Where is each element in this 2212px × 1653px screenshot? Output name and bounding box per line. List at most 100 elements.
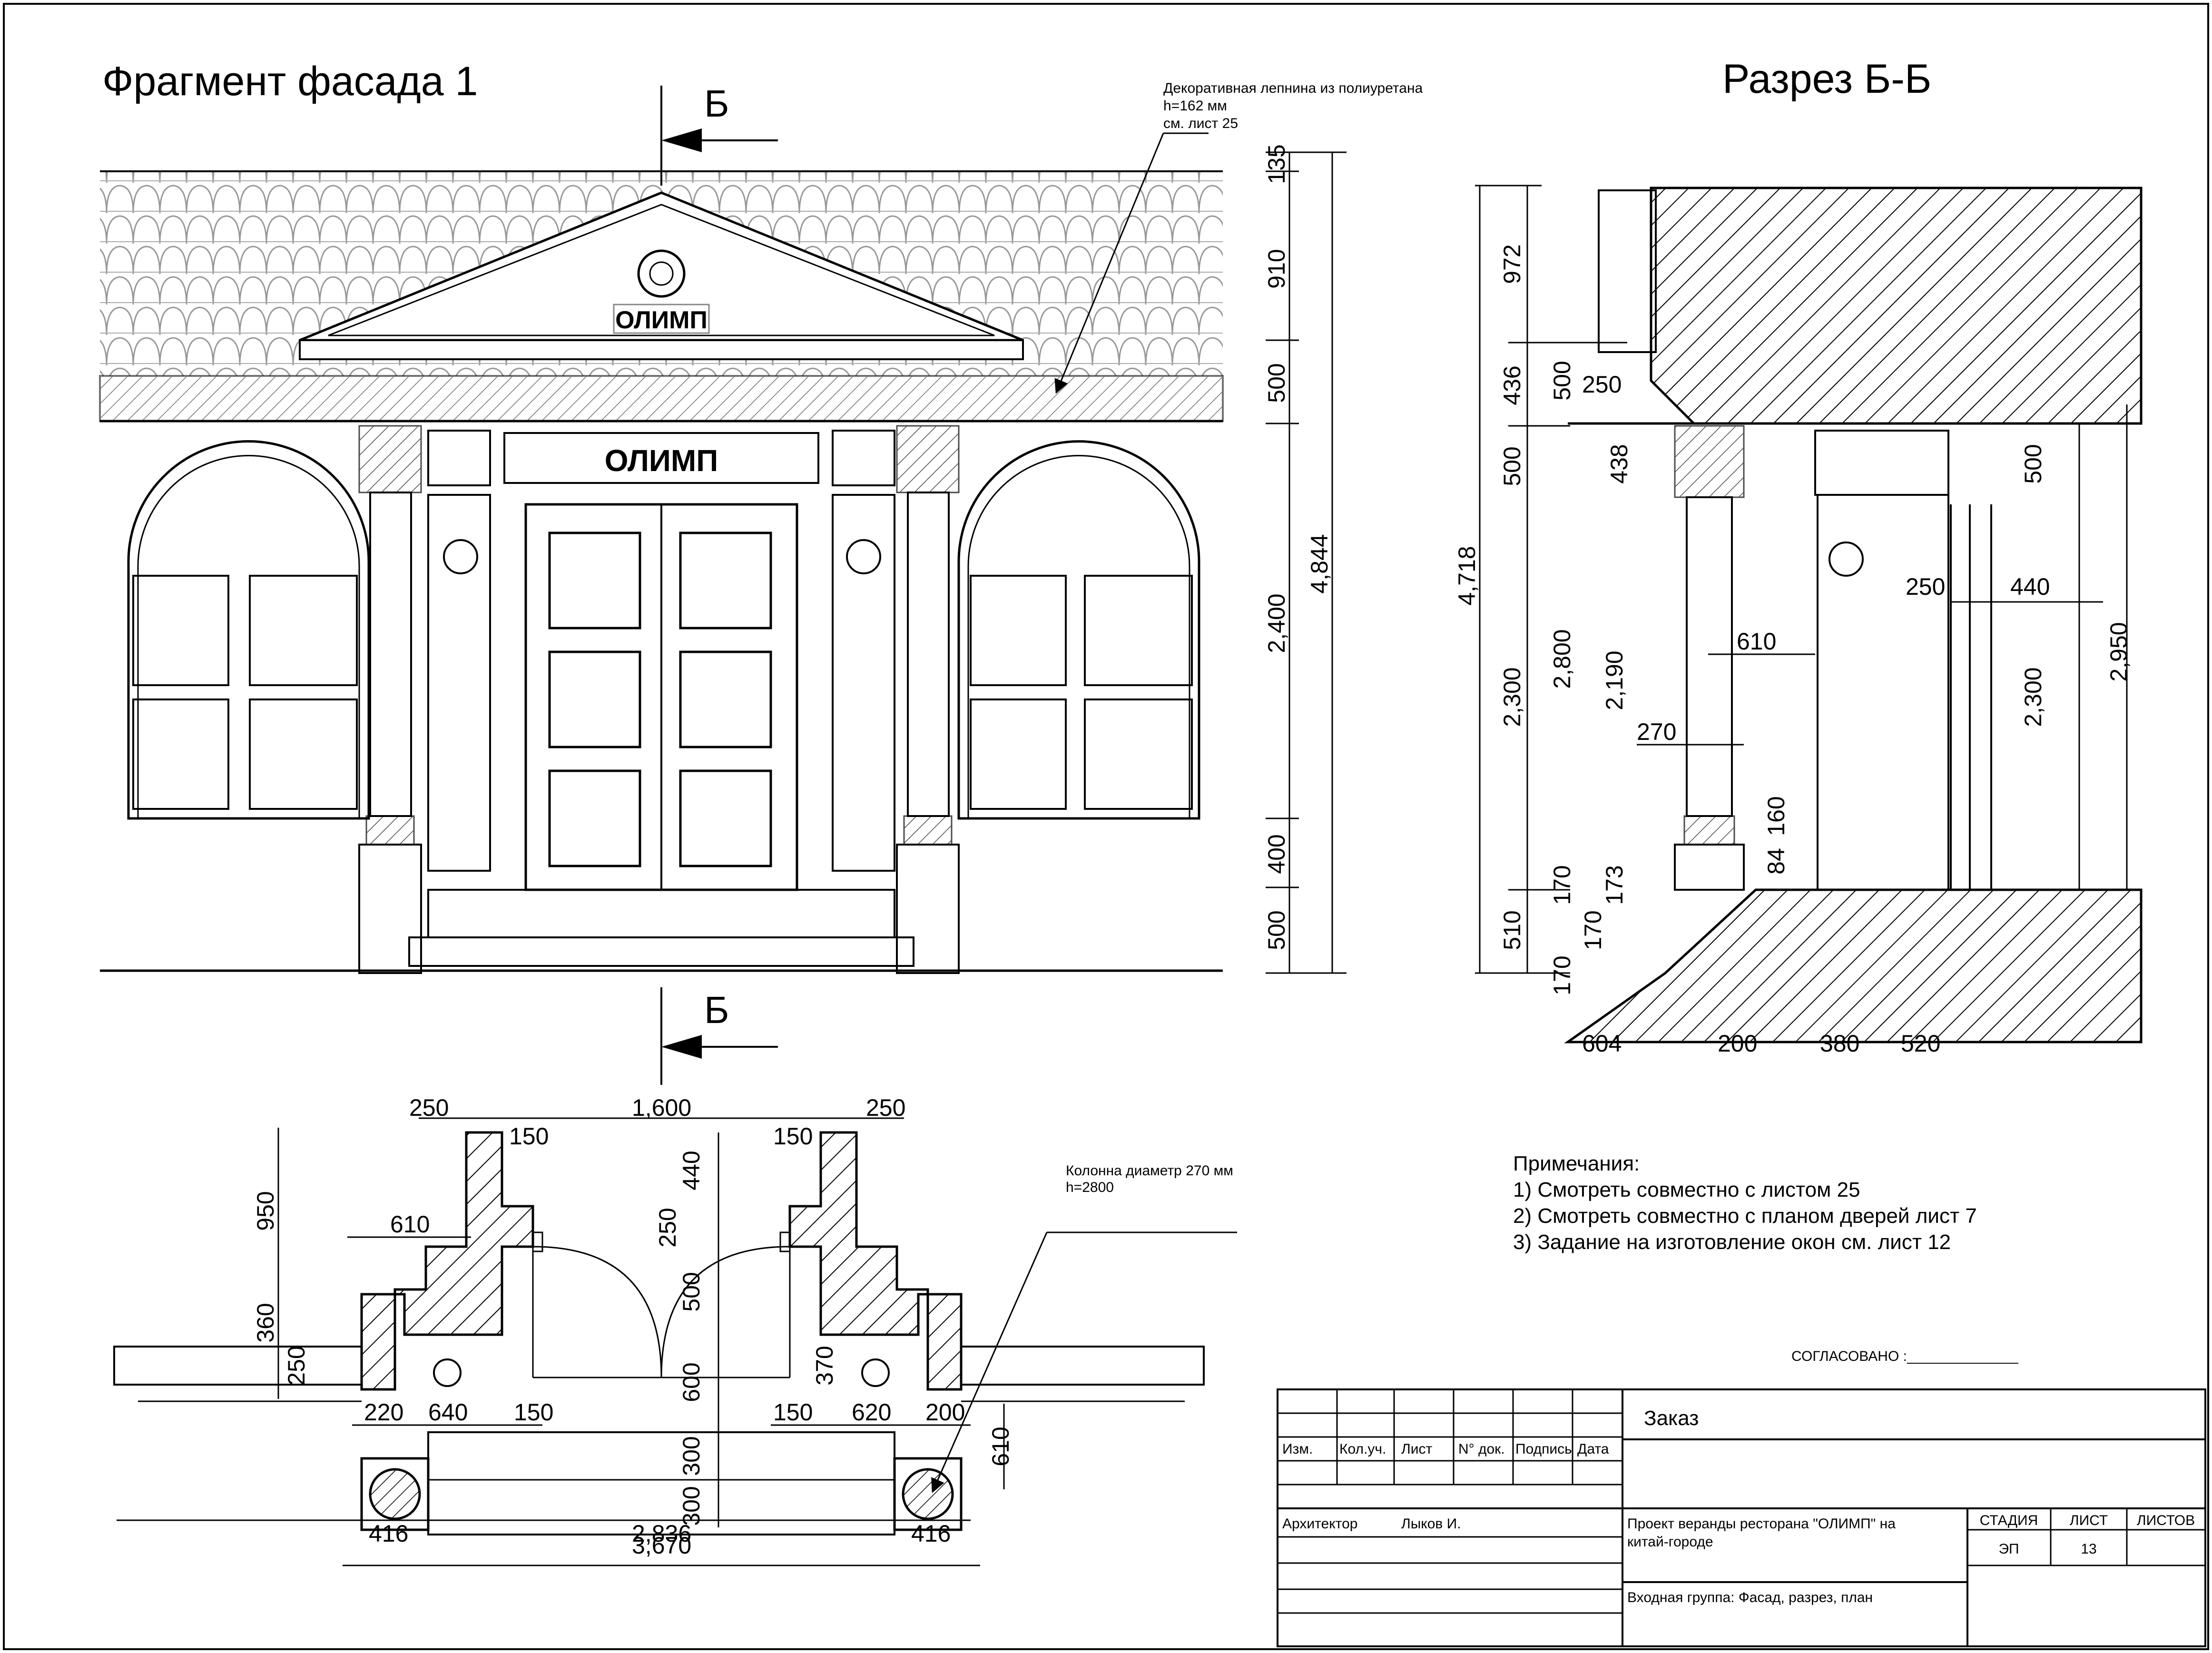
section-dim-2800: 2,800 xyxy=(1549,629,1575,689)
section-dim-2300b: 2,300 xyxy=(2020,667,2046,727)
plan-column-base-right xyxy=(893,1457,963,1531)
plan-dim-220: 220 xyxy=(364,1399,403,1426)
section-dim-440: 440 xyxy=(2010,573,2050,600)
facade-dim-500b: 500 xyxy=(1263,910,1290,950)
column-left xyxy=(358,425,422,974)
pediment-sign: ОЛИМП xyxy=(615,306,708,334)
plan-dim-2836: 2,836 xyxy=(632,1520,691,1547)
tb-col-doc: N° док. xyxy=(1458,1441,1505,1457)
arch-window-left xyxy=(127,440,370,820)
tb-col-sign: Подпись xyxy=(1515,1441,1572,1457)
tb-stage-label: СТАДИЯ xyxy=(1980,1513,2038,1528)
section-dim-438: 438 xyxy=(1606,444,1632,483)
plan-dim-360: 360 xyxy=(252,1303,279,1342)
door-sign: ОЛИМП xyxy=(605,443,718,478)
tb-stage: ЭП xyxy=(1998,1541,2019,1557)
plan-dim-300a: 300 xyxy=(678,1436,705,1476)
plan-dim-150c: 150 xyxy=(514,1399,553,1426)
pediment: ОЛИМП xyxy=(299,191,1024,360)
section-dim-250b: 250 xyxy=(1906,573,1945,600)
section-dim-84: 84 xyxy=(1763,848,1789,875)
plan-lamp-right xyxy=(861,1358,890,1387)
plan-dim-500: 500 xyxy=(678,1272,705,1311)
plan-dim-600: 600 xyxy=(678,1362,705,1402)
plan-dim-950: 950 xyxy=(252,1191,279,1230)
plan-column-right xyxy=(902,1468,954,1520)
facade-title: Фрагмент фасада 1 xyxy=(102,59,478,104)
plan-dim-150d: 150 xyxy=(773,1399,813,1426)
plan-dim-610a: 610 xyxy=(390,1211,430,1238)
facade-dimensions: 135 910 500 2,400 400 500 4,844 xyxy=(1263,144,1347,974)
plan-dim-3670: 3,670 xyxy=(632,1532,691,1559)
plan-dim-150a: 150 xyxy=(509,1123,549,1150)
tb-sheets-label: ЛИСТОВ xyxy=(2137,1513,2195,1528)
lamp-right xyxy=(846,539,881,574)
plan-dim-250a: 250 xyxy=(409,1094,449,1121)
plan-dim-620: 620 xyxy=(852,1399,891,1426)
plan-dim-370: 370 xyxy=(811,1346,838,1385)
section-dim-972: 972 xyxy=(1499,244,1525,284)
plan-dim-640: 640 xyxy=(428,1399,468,1426)
tb-name: Лыков И. xyxy=(1401,1516,1461,1532)
section-dim-604: 604 xyxy=(1582,1030,1622,1057)
notes-block: Примечания: 1) Смотреть совместно с лист… xyxy=(1513,1152,1977,1254)
tb-project-1: Проект веранды ресторана "ОЛИМП" на xyxy=(1627,1516,1896,1532)
facade-callout-2: h=162 мм xyxy=(1163,98,1227,114)
section-dim-170b: 170 xyxy=(1549,865,1575,905)
tb-col-kolvo: Кол.уч. xyxy=(1339,1441,1386,1457)
tb-col-date: Дата xyxy=(1577,1441,1609,1457)
facade-dim-910: 910 xyxy=(1263,249,1290,288)
plan-dim-250b: 250 xyxy=(866,1094,905,1121)
section-dim-270: 270 xyxy=(1637,718,1676,745)
plan-dim-1600: 1,600 xyxy=(632,1094,691,1121)
plan-dim-440: 440 xyxy=(678,1151,705,1190)
section-dim-380: 380 xyxy=(1820,1030,1859,1057)
plan-lamp-left xyxy=(433,1358,462,1387)
section-dim-2300a: 2,300 xyxy=(1499,667,1525,727)
cut-mark-bottom: Б xyxy=(704,989,729,1031)
section-dim-500a: 500 xyxy=(1499,446,1525,486)
door-sign-board xyxy=(503,432,819,484)
section-dim-200: 200 xyxy=(1718,1030,1757,1057)
section-dim-250a: 250 xyxy=(1582,371,1622,398)
section-dim-2950: 2,950 xyxy=(2105,622,2132,681)
facade-callout-1: Декоративная лепнина из полиуретана xyxy=(1163,80,1423,96)
plan-dim-200: 200 xyxy=(925,1399,965,1426)
sheet-frame xyxy=(3,3,2209,1650)
facade-dim-135: 135 xyxy=(1263,144,1290,184)
section-dim-170a: 170 xyxy=(1549,955,1575,995)
plan-dim-250d: 250 xyxy=(654,1208,681,1247)
plan-wall-right xyxy=(788,1131,963,1391)
plan-callout-2: h=2800 xyxy=(1066,1180,1114,1195)
facade-dim-500a: 500 xyxy=(1263,363,1290,403)
facade-dim-400: 400 xyxy=(1263,834,1290,874)
section-lamp xyxy=(1829,541,1864,577)
plan-view: Колонна диаметр 270 мм h=2800 250 1,600 … xyxy=(113,1094,1237,1566)
section-dim-total: 4,718 xyxy=(1454,546,1480,605)
tb-order: Заказ xyxy=(1644,1407,1699,1430)
entrance-door xyxy=(524,503,798,891)
section-roof-mass xyxy=(1650,187,2143,425)
section-dim-610: 610 xyxy=(1737,628,1776,655)
plan-step xyxy=(427,1431,895,1535)
plan-dim-150b: 150 xyxy=(773,1123,813,1150)
section-title: Разрез Б-Б xyxy=(1722,56,1931,102)
plan-dim-416b: 416 xyxy=(911,1520,951,1547)
notes-item-1: 1) Смотреть совместно с листом 25 xyxy=(1513,1178,1860,1201)
cut-mark-top: Б xyxy=(704,82,729,125)
plan-dim-610b: 610 xyxy=(987,1427,1014,1466)
frieze-band xyxy=(99,375,1224,422)
section-floor-mass xyxy=(1564,888,2143,1043)
section-dim-170c: 170 xyxy=(1580,910,1606,950)
tb-sheet: 13 xyxy=(2081,1541,2096,1557)
section-dim-500c: 500 xyxy=(2020,444,2046,483)
plan-dim-416a: 416 xyxy=(369,1520,408,1547)
approval-line: СОГЛАСОВАНО :______________ xyxy=(1791,1348,2019,1364)
notes-heading: Примечания: xyxy=(1513,1152,1640,1175)
tb-col-list: Лист xyxy=(1401,1441,1432,1457)
tb-project-2: китай-городе xyxy=(1627,1534,1713,1550)
facade-dim-total: 4,844 xyxy=(1306,534,1333,593)
facade-dim-2400: 2,400 xyxy=(1263,593,1290,653)
arch-window-right xyxy=(957,440,1200,820)
section-dim-500b: 500 xyxy=(1549,361,1575,400)
